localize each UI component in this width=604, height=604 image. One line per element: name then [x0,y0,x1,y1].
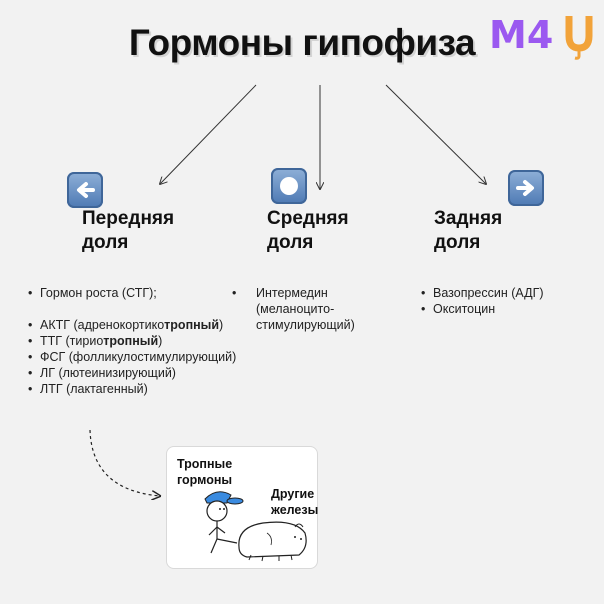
middle-lobe-heading: Средняя доля [267,207,349,255]
anterior-lobe-line1: Передняя [82,208,175,229]
arrow-to-posterior [385,84,486,184]
posterior-lobe-line1: Задняя [434,208,503,229]
m4u-logo: M4 [489,13,593,60]
tropic-hormones-card: Тропные гормоны Другие железы [166,446,318,569]
anterior-hormone-list: Гормон роста (СТГ); АКТГ (адренокортикот… [28,285,248,397]
card-label-other-glands: Другие железы [271,487,319,517]
list-item: ЛТГ (лактагенный) [28,381,248,397]
list-item: АКТГ (адренокортикотропный) [28,317,248,333]
dashed-arrow-to-card [89,429,160,496]
list-item: Вазопрессин (АДГ) [421,285,591,301]
middle-hormone-list: Интермедин (меланоцито-стимулирующий) [232,285,362,333]
page-title: Гормоны гипофиза [128,22,476,63]
left-arrow-button-icon [67,172,103,208]
list-item: Интермедин (меланоцито-стимулирующий) [232,285,362,333]
anterior-lobe-line2: доля [82,232,129,253]
kicking-illustration [204,491,307,562]
right-arrow-button-icon [508,170,544,206]
card-label-tropic: Тропные гормоны [177,457,233,487]
list-item: ФСГ (фолликулостимулирующий) [28,349,248,365]
posterior-lobe-heading: Задняя доля [434,207,502,255]
list-item: Окситоцин [421,301,591,317]
posterior-hormone-list: Вазопрессин (АДГ) Окситоцин [421,285,591,317]
list-item: ЛГ (лютеинизирующий) [28,365,248,381]
record-button-icon [271,168,307,204]
middle-lobe-line2: доля [267,232,314,253]
svg-text:M4: M4 [489,13,553,57]
posterior-lobe-line2: доля [434,232,481,253]
middle-lobe-line1: Средняя [267,208,349,229]
anterior-lobe-heading: Передняя доля [82,207,174,255]
list-item: ТТГ (тириотропный) [28,333,248,349]
list-item: Гормон роста (СТГ); [28,285,248,301]
arrow-to-anterior [160,84,257,184]
